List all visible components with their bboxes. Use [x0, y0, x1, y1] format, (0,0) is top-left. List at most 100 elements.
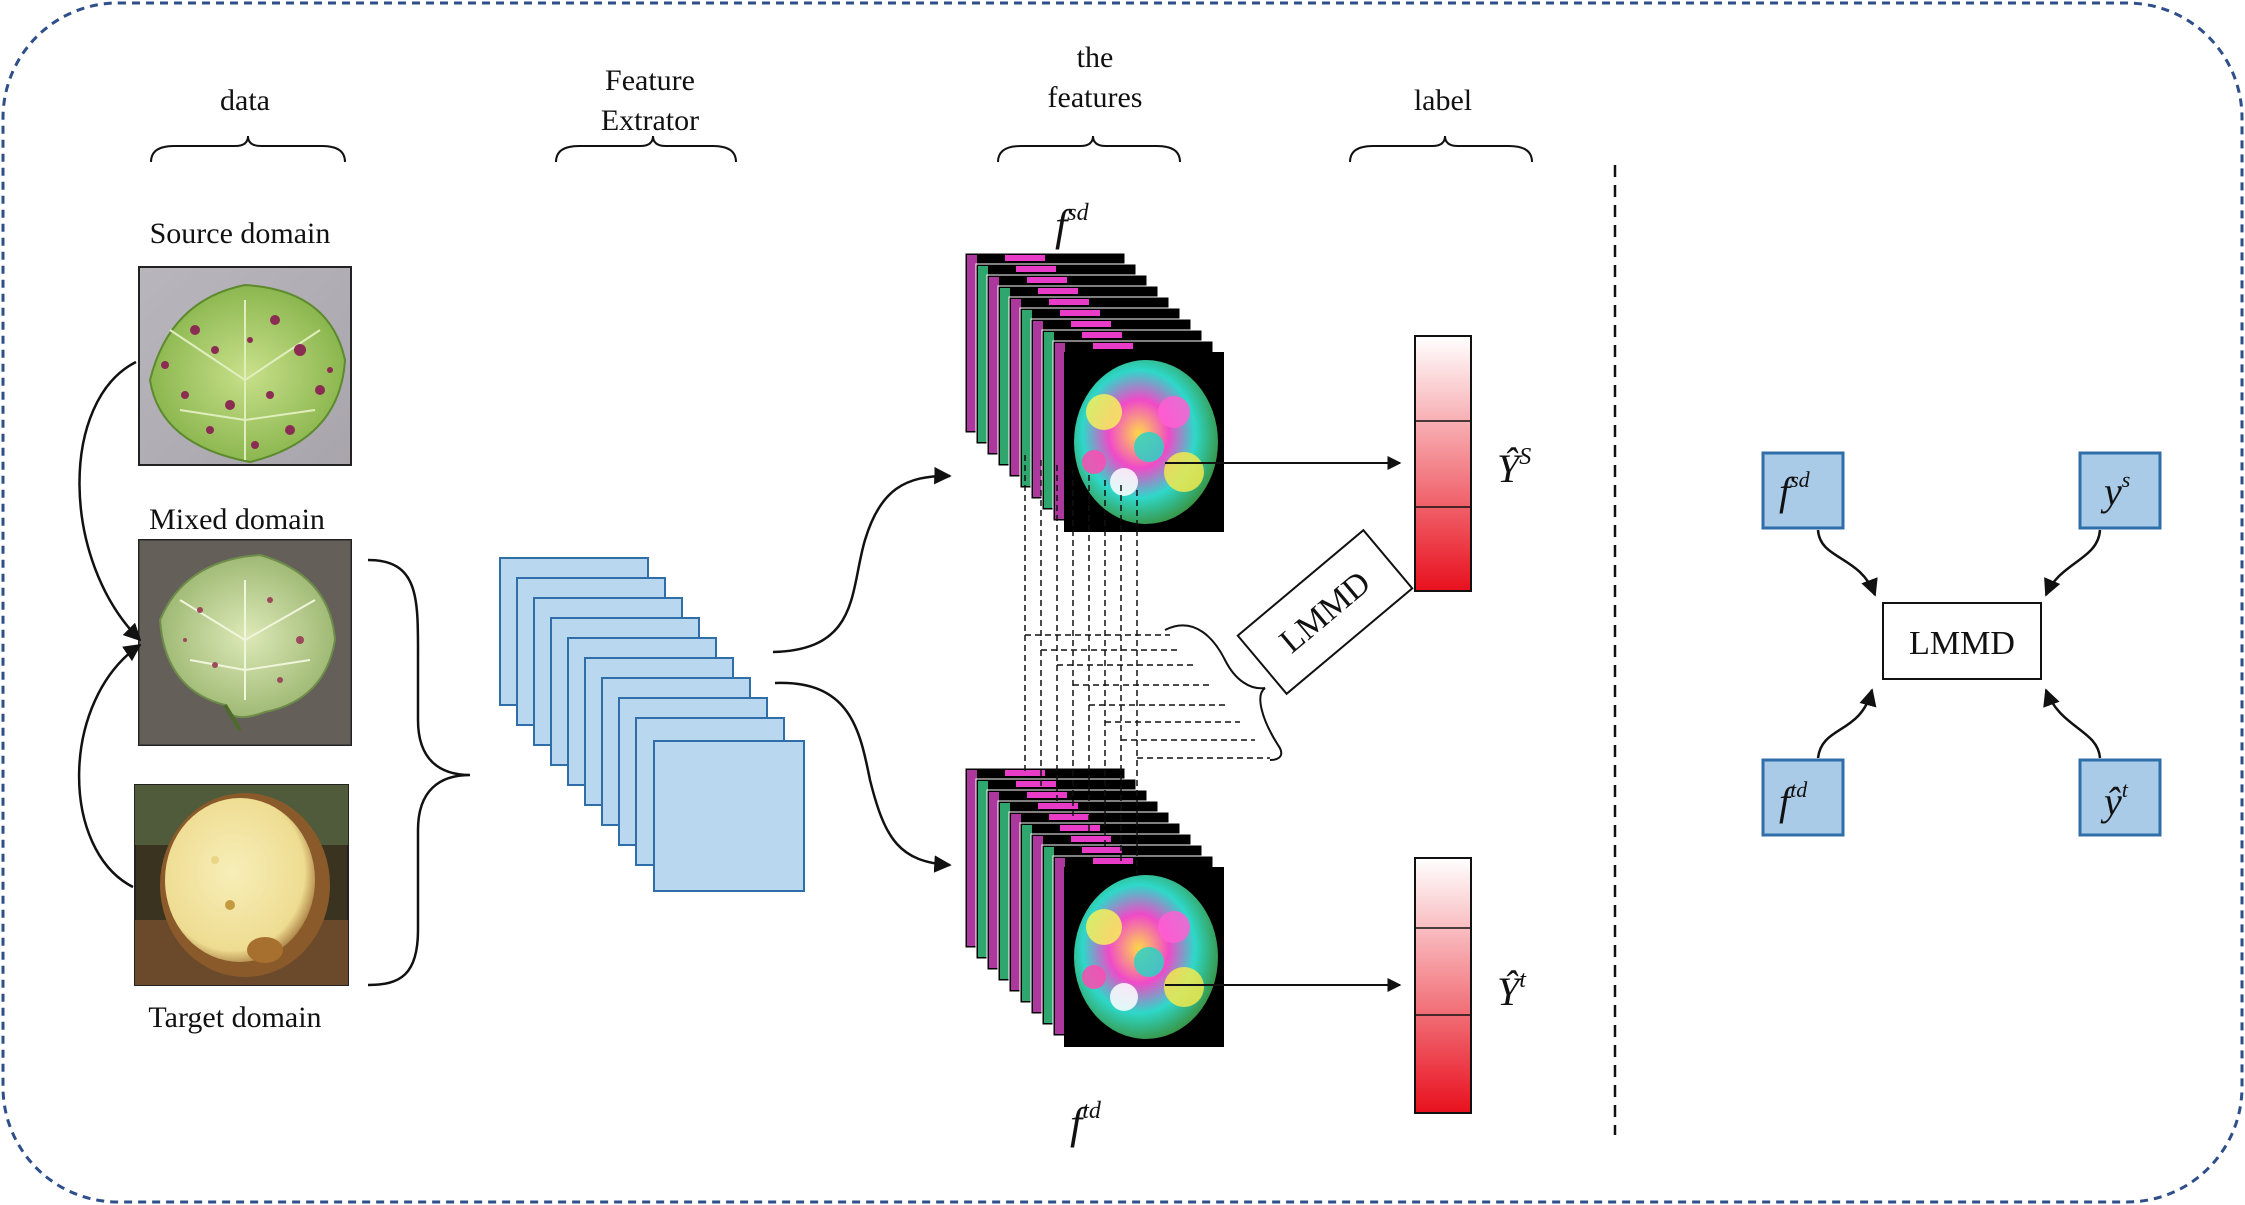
source-feature-layer-edge: [1044, 332, 1054, 508]
lmmd-brace: [1164, 624, 1283, 761]
target-label-bar: [1414, 857, 1472, 1114]
mixed-leaf-image: [138, 539, 352, 746]
source-feature-front-map-spot: [1158, 396, 1190, 428]
y-s-to-lmmd-arrow: [2044, 529, 2102, 597]
source-feature-layer-edge: [1022, 310, 1032, 486]
source-feature-front-map-spot: [1164, 452, 1204, 492]
source-domain-label: Source domain: [150, 217, 331, 250]
target-feature-stack: [964, 767, 1224, 1047]
source-feature-stack: [964, 252, 1224, 532]
header-data: data: [150, 84, 346, 163]
source-feature-layer-top: [1005, 255, 1045, 261]
extractor-to-target-features-arrow: [774, 681, 952, 873]
brace-data: [150, 135, 346, 163]
lmmd-tag: LMMD: [1236, 528, 1414, 696]
source-feature-front-map-spot: [1134, 432, 1164, 462]
mixed-domain-label: Mixed domain: [149, 503, 325, 536]
source-to-mixed-arrow: [78, 360, 142, 642]
header-features-line1: the: [1077, 41, 1114, 74]
feature-extractor-stack: [499, 557, 805, 892]
header-extractor-line1: Feature: [605, 64, 695, 97]
source-feature-layer-edge: [989, 277, 999, 453]
target-feature-layer-top: [1016, 781, 1056, 787]
source-feature-layer-top: [1016, 266, 1056, 272]
target-feature-symbol: ftd: [1070, 1098, 1102, 1148]
y-s-node-text: ys: [2100, 467, 2130, 514]
brace-features: [997, 135, 1181, 163]
target-feature-layer-edge: [1033, 836, 1043, 1012]
target-feature-layer-top: [1060, 825, 1100, 831]
target-feature-layer-top: [1038, 803, 1078, 809]
target-feature-layer-edge: [978, 781, 988, 957]
lmmd-node: [1882, 602, 2042, 680]
source-feature-layer-top: [1093, 343, 1133, 349]
y-t-node: [2078, 758, 2162, 837]
header-data-label: data: [220, 84, 270, 117]
header-extractor: Feature Extrator: [555, 64, 737, 163]
target-feature-layer-top: [1093, 858, 1133, 864]
target-feature-layer-edge: [989, 792, 999, 968]
f-td-to-lmmd-arrow: [1816, 688, 1877, 759]
target-feature-front-map-spot: [1082, 965, 1106, 989]
source-feature-layer-edge: [1011, 299, 1021, 475]
feature-correspondence-lines: [1024, 455, 1138, 880]
target-feature-layer-top: [1027, 792, 1067, 798]
extractor-to-source-features-arrow: [772, 466, 952, 654]
right-panel: LMMD fsd ys ftd ŷt: [1761, 451, 2162, 837]
header-features-line2: features: [1048, 81, 1143, 114]
source-feature-layer-edge: [1055, 343, 1065, 519]
source-feature-front-map-spot: [1110, 468, 1138, 496]
target-feature-front-map-spot: [1110, 983, 1138, 1011]
source-feature-layer-top: [1038, 288, 1078, 294]
y-s-node: [2078, 451, 2162, 530]
source-label-bar: [1414, 335, 1472, 592]
target-domain-label: Target domain: [148, 1001, 321, 1034]
target-feature-layer-edge: [967, 770, 977, 946]
target-feature-layer-top: [1082, 847, 1122, 853]
source-feature-layer-edge: [1033, 321, 1043, 497]
target-feature-layer-edge: [1000, 803, 1010, 979]
target-feature-layer-edge: [1044, 847, 1054, 1023]
target-feature-layer-edge: [1011, 814, 1021, 990]
target-label-symbol: Ŷt: [1497, 967, 1527, 1014]
source-label-symbol: ŶS: [1497, 444, 1531, 491]
target-to-mixed-arrow: [77, 643, 142, 889]
lmmd-gather-lines: [1025, 634, 1270, 759]
brace-label: [1349, 135, 1533, 163]
y-t-to-lmmd-arrow: [2043, 688, 2102, 759]
source-feature-layer-top: [1071, 321, 1111, 327]
y-t-node-text: ŷt: [2100, 777, 2129, 824]
source-feature-layer-edge: [967, 255, 977, 431]
f-td-node: [1761, 758, 1845, 837]
source-feature-symbol: fsd: [1055, 200, 1090, 250]
source-feature-front-map-spot: [1082, 450, 1106, 474]
target-feature-front-map-spot: [1164, 967, 1204, 1007]
header-label: label: [1349, 84, 1533, 163]
source-feature-layer-edge: [1000, 288, 1010, 464]
lmmd-node-text: LMMD: [1909, 625, 2015, 662]
source-leaf-image: [138, 266, 352, 466]
target-tuber-image: [134, 784, 349, 986]
source-feature-layer-top: [1049, 299, 1089, 305]
target-feature-front-map-spot: [1158, 911, 1190, 943]
source-feature-layer-top: [1082, 332, 1122, 338]
target-feature-layer-top: [1049, 814, 1089, 820]
source-feature-layer-top: [1060, 310, 1100, 316]
source-feature-front-map-spot: [1086, 394, 1122, 430]
target-feature-layer-top: [1005, 770, 1045, 776]
f-sd-to-lmmd-arrow: [1816, 529, 1878, 597]
source-feature-layer-edge: [978, 266, 988, 442]
header-features: the features: [997, 41, 1181, 163]
header-label-text: label: [1414, 84, 1472, 117]
target-feature-layer-edge: [1022, 825, 1032, 1001]
f-sd-node: [1761, 451, 1845, 530]
input-group-brace: [367, 558, 471, 987]
brace-extractor: [555, 135, 737, 163]
source-feature-layer-top: [1027, 277, 1067, 283]
target-feature-layer-edge: [1055, 858, 1065, 1034]
target-feature-front-map-spot: [1086, 909, 1122, 945]
header-extractor-line2: Extrator: [601, 104, 699, 137]
target-feature-front-map-spot: [1134, 947, 1164, 977]
